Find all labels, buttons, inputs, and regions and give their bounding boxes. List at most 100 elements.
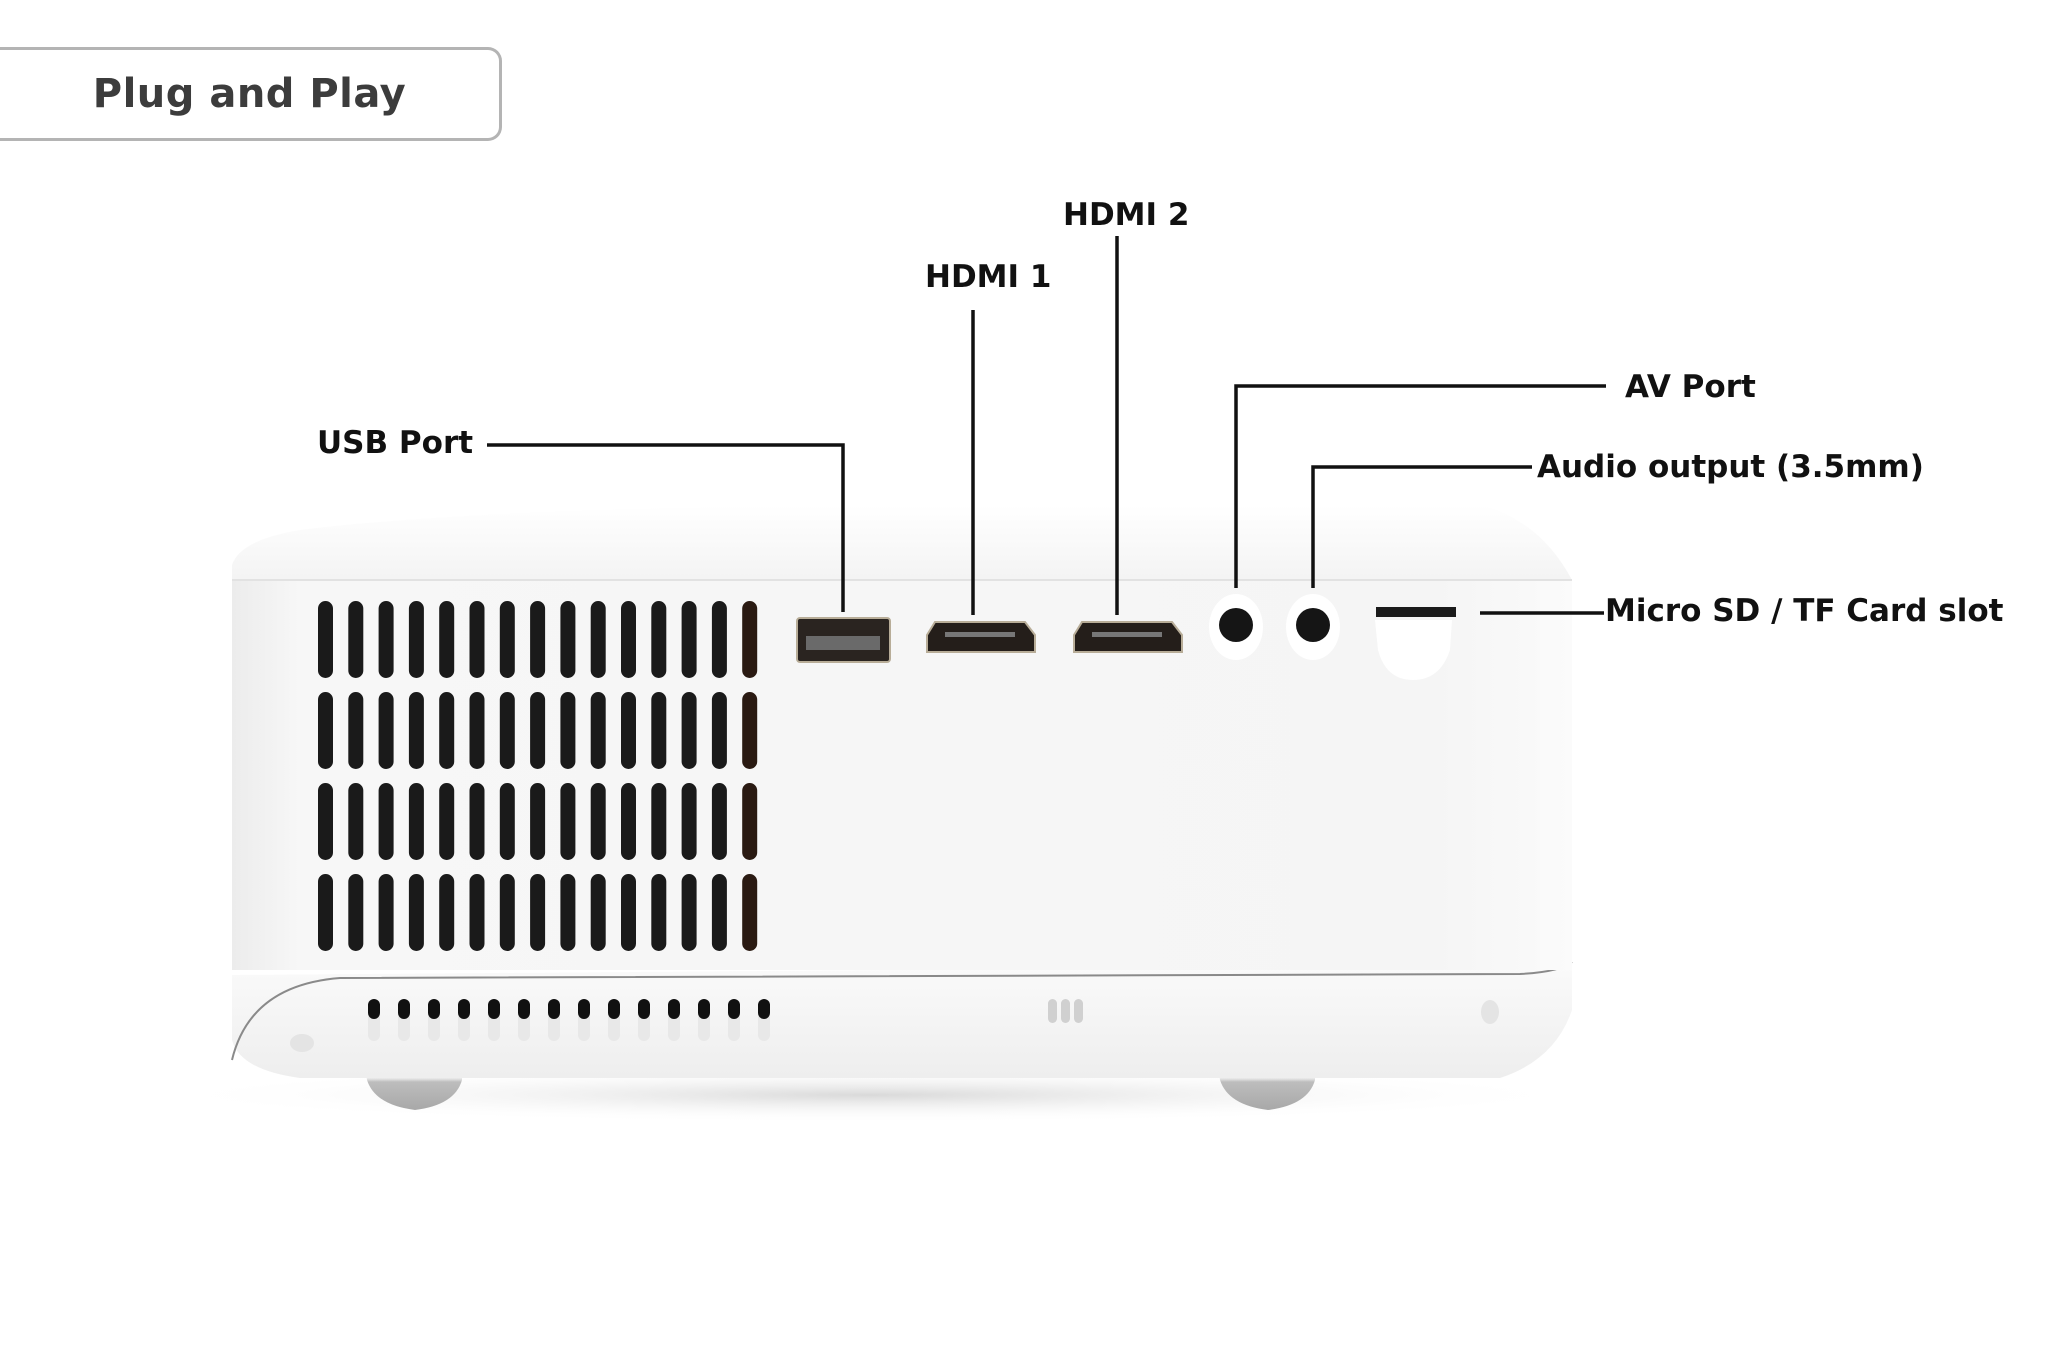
vent-slot: [742, 601, 758, 678]
vent-slot: [408, 692, 424, 769]
vent-slot: [348, 601, 364, 678]
vent-slot: [530, 783, 546, 860]
vent-slot: [318, 692, 333, 769]
vent-slot: [621, 692, 636, 769]
vent-slot: [378, 692, 394, 769]
vent-slot: [378, 874, 394, 951]
vent-grid: [318, 601, 758, 951]
vent-slot: [378, 783, 394, 860]
vent-slot: [439, 783, 455, 860]
vent-slot: [742, 783, 758, 860]
vent-slot: [408, 874, 424, 951]
bottom-vent-slot: [548, 999, 560, 1019]
microsd-slot-icon: [1375, 607, 1456, 680]
bottom-vent-slot: [728, 999, 740, 1019]
vent-slot: [469, 783, 485, 860]
vent-slot: [651, 783, 667, 860]
bottom-vent-slot: [578, 999, 590, 1019]
small-vent-row: [1048, 999, 1083, 1023]
usb-leader-line: [487, 443, 845, 612]
vent-slot: [378, 601, 394, 678]
vent-slot: [711, 692, 727, 769]
audio-port-icon: [1286, 594, 1340, 660]
screw-hole-right: [1481, 1000, 1499, 1024]
microsd-slot-label: Micro SD / TF Card slot: [1605, 593, 2004, 629]
small-vent-slot: [1061, 999, 1070, 1023]
vent-slot: [530, 692, 546, 769]
vent-slot: [651, 874, 667, 951]
bottom-vent-slot: [638, 999, 650, 1019]
vent-slot: [408, 783, 424, 860]
hdmi1-port-icon: [926, 621, 1036, 653]
vent-slot: [499, 783, 515, 860]
vent-slot: [318, 601, 333, 678]
bottom-vent-slot: [758, 999, 770, 1019]
vent-slot: [681, 601, 697, 678]
av-port-icon: [1209, 594, 1263, 660]
vent-slot: [742, 874, 758, 951]
vent-slot: [590, 874, 606, 951]
vent-slot: [681, 874, 697, 951]
projector-front-face: [232, 580, 1572, 970]
vent-slot: [560, 692, 576, 769]
usb-port-label: USB Port: [317, 425, 474, 461]
audio-leader-line: [1311, 465, 1532, 588]
vent-slot: [408, 601, 424, 678]
bottom-vent-slot: [398, 999, 410, 1019]
vent-slot: [469, 601, 485, 678]
bottom-vent-slot: [428, 999, 440, 1019]
vent-slot: [318, 783, 333, 860]
vent-slot: [499, 692, 515, 769]
vent-slot: [348, 874, 364, 951]
projector-base: [232, 965, 1572, 1078]
audio-output-label: Audio output (3.5mm): [1537, 449, 1924, 485]
small-vent-slot: [1048, 999, 1057, 1023]
vent-slot: [318, 874, 333, 951]
title-badge: Plug and Play: [0, 47, 502, 141]
vent-slot: [651, 692, 667, 769]
hdmi2-label: HDMI 2: [1063, 197, 1190, 233]
usb-port-icon: [796, 617, 891, 663]
av-port-label: AV Port: [1625, 369, 1756, 405]
vent-slot: [469, 692, 485, 769]
bottom-vent-slot: [698, 999, 710, 1019]
vent-slot: [711, 601, 727, 678]
vent-slot: [621, 874, 636, 951]
bottom-vent-slot: [458, 999, 470, 1019]
vent-slot: [499, 874, 515, 951]
vent-slot: [651, 601, 667, 678]
screw-hole-left: [290, 1034, 314, 1052]
vent-slot: [530, 601, 546, 678]
vent-slot: [621, 783, 636, 860]
vent-slot: [681, 783, 697, 860]
vent-slot: [439, 692, 455, 769]
vent-slot: [681, 692, 697, 769]
vent-slot: [348, 783, 364, 860]
vent-slot: [560, 874, 576, 951]
vent-slot: [530, 874, 546, 951]
bottom-vent-slot: [488, 999, 500, 1019]
vent-slot: [621, 601, 636, 678]
vent-slot: [590, 601, 606, 678]
hdmi2-port-icon: [1073, 621, 1183, 653]
vent-slot: [439, 601, 455, 678]
vent-slot: [711, 874, 727, 951]
vent-slot: [590, 692, 606, 769]
projector-top: [232, 505, 1572, 585]
av-leader-line: [1234, 384, 1606, 588]
vent-slot: [348, 692, 364, 769]
vent-slot: [560, 783, 576, 860]
vent-slot: [469, 874, 485, 951]
hdmi1-label: HDMI 1: [925, 259, 1052, 295]
page-title: Plug and Play: [92, 71, 407, 117]
vent-slot: [590, 783, 606, 860]
vent-slot: [439, 874, 455, 951]
bottom-vent-slot: [668, 999, 680, 1019]
vent-slot: [560, 601, 576, 678]
vent-slot: [711, 783, 727, 860]
vent-slot: [742, 692, 758, 769]
bottom-vent-slot: [608, 999, 620, 1019]
vent-slot: [499, 601, 515, 678]
small-vent-slot: [1074, 999, 1083, 1023]
